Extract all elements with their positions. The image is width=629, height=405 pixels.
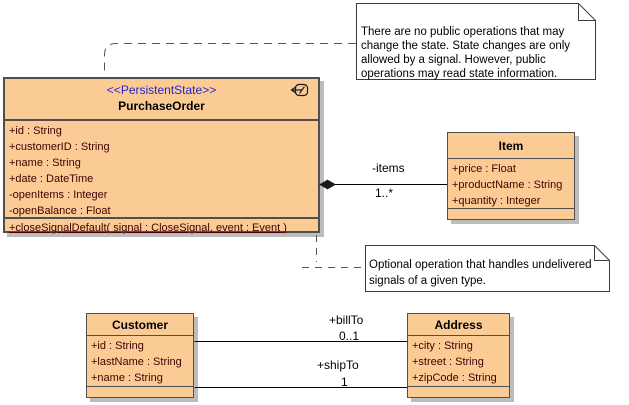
class-name: PurchaseOrder xyxy=(118,99,205,113)
note-line: Optional operation that handles undelive… xyxy=(369,259,592,271)
note-line: operations may read state information. xyxy=(361,68,558,80)
attribute[interactable]: -openBalance : Float xyxy=(9,205,111,217)
attribute[interactable]: -openItems : Integer xyxy=(9,189,108,201)
operations-compartment xyxy=(408,386,509,397)
operation[interactable]: +closeSignalDefault( signal : CloseSigna… xyxy=(9,222,287,234)
association-multiplicity[interactable]: 1..* xyxy=(375,186,394,200)
note-state-constraint[interactable]: There are no public operations that may … xyxy=(356,3,596,80)
attribute[interactable]: +id : String xyxy=(9,125,62,137)
attribute[interactable]: +customerID : String xyxy=(9,141,110,153)
association-role-label[interactable]: +billTo xyxy=(329,313,364,327)
attribute[interactable]: +street : String xyxy=(412,356,484,368)
class-name: Address xyxy=(434,317,483,332)
note-anchor-dashed-line[interactable] xyxy=(302,235,364,268)
attribute[interactable]: +name : String xyxy=(91,372,163,384)
note-line: change the state. State changes are only xyxy=(361,40,571,52)
note-line: There are no public operations that may xyxy=(361,26,565,38)
class-header: Address xyxy=(408,314,509,335)
association-role-label[interactable]: +shipTo xyxy=(317,358,359,372)
attributes-compartment: +id : String +customerID : String +name … xyxy=(5,119,318,217)
operations-compartment xyxy=(448,208,574,220)
attributes-compartment: +price : Float +productName : String +qu… xyxy=(448,158,574,208)
class-header: <<PersistentState>> PurchaseOrder xyxy=(5,79,318,119)
attribute[interactable]: +quantity : Integer xyxy=(452,195,541,207)
attribute[interactable]: +id : String xyxy=(91,340,144,352)
association-multiplicity[interactable]: 1 xyxy=(341,375,348,389)
association-role-label[interactable]: -items xyxy=(372,161,405,175)
attributes-compartment: +city : String +street : String +zipCode… xyxy=(408,335,509,386)
attribute[interactable]: +lastName : String xyxy=(91,356,182,368)
attribute[interactable]: +zipCode : String xyxy=(412,372,497,384)
attribute[interactable]: +name : String xyxy=(9,157,81,169)
stereotype-label: <<PersistentState>> xyxy=(106,83,217,97)
attributes-compartment: +id : String +lastName : String +name : … xyxy=(87,335,193,386)
class-item[interactable]: Item +price : Float +productName : Strin… xyxy=(447,132,575,220)
composition-diamond xyxy=(318,179,337,190)
class-address[interactable]: Address +city : String +street : String … xyxy=(407,313,510,398)
note-shape xyxy=(365,245,610,292)
class-header: Item xyxy=(448,133,574,158)
note-line: signals of a given type. xyxy=(369,275,486,287)
note-shape xyxy=(356,3,596,80)
operations-compartment xyxy=(87,386,193,397)
class-name: Customer xyxy=(111,317,168,332)
class-customer[interactable]: Customer +id : String +lastName : String… xyxy=(86,313,194,398)
class-header: Customer xyxy=(87,314,193,335)
note-anchor-dashed-line[interactable] xyxy=(104,43,357,77)
attribute[interactable]: +productName : String xyxy=(452,179,563,191)
class-name: Item xyxy=(498,138,524,153)
note-optional-operation[interactable]: Optional operation that handles undelive… xyxy=(365,245,610,292)
attribute[interactable]: +date : DateTime xyxy=(9,173,94,185)
class-purchaseorder[interactable]: <<PersistentState>> PurchaseOrder +id : … xyxy=(3,77,320,234)
operations-compartment: +closeSignalDefault( signal : CloseSigna… xyxy=(5,217,318,237)
attribute[interactable]: +price : Float xyxy=(452,163,516,175)
note-line: allowed by a signal. However, public xyxy=(361,54,546,66)
attribute[interactable]: +city : String xyxy=(412,340,473,352)
association-multiplicity[interactable]: 0..1 xyxy=(339,329,360,343)
state-machine-icon[interactable] xyxy=(290,82,309,98)
